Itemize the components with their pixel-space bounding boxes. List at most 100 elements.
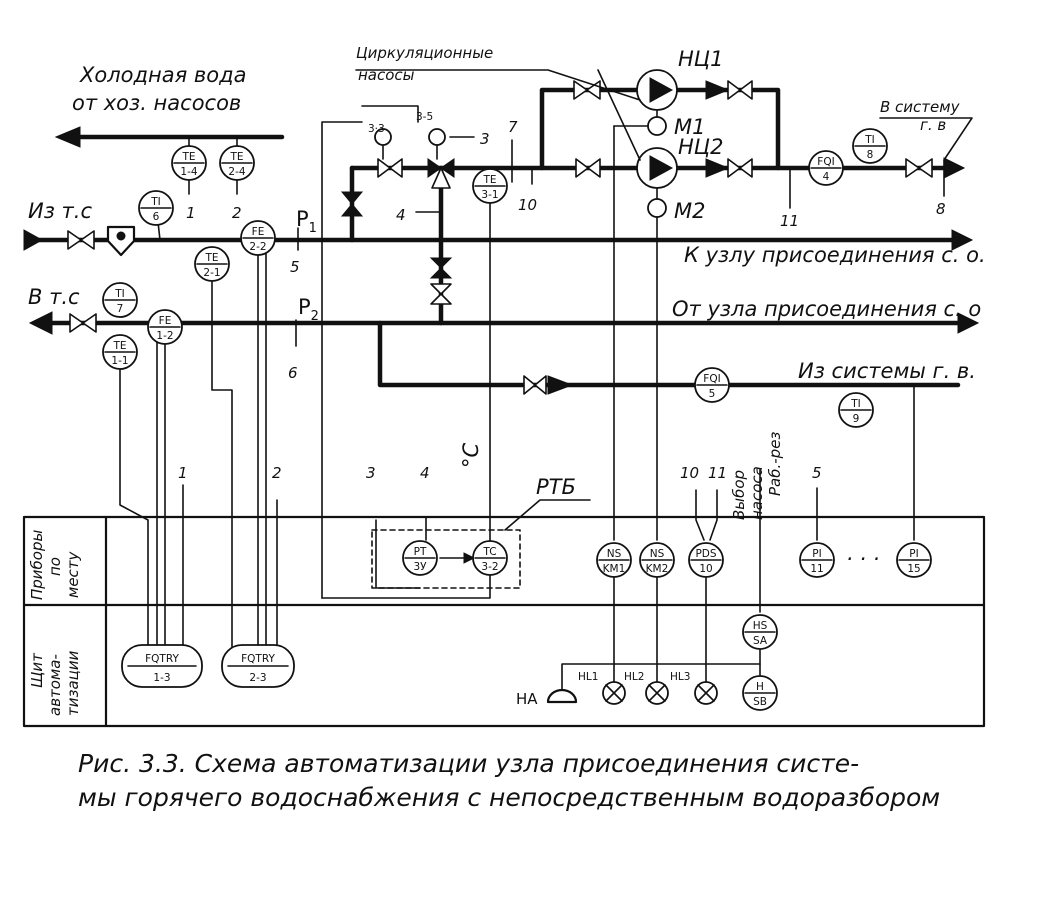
callout-3-3: 3·3 [368, 123, 385, 135]
instrument-ti8: TI 8 [852, 128, 888, 164]
instrument-tc32: TC 3-2 [472, 540, 508, 576]
pumps: НЦ1 НЦ2 М1 М2 [636, 47, 723, 223]
motor-1-icon [647, 116, 667, 136]
instrument-hssa-number: SA [753, 635, 768, 647]
motor-2-icon [647, 198, 667, 218]
pump-1-arrow-icon [649, 77, 674, 103]
valve-3-5-branch-icon [431, 167, 451, 189]
valve-3-3-icon [377, 158, 403, 178]
instrument-nskm1-type: NS [607, 548, 622, 560]
caption-line-1: Рис. 3.3. Схема автоматизации узла присо… [78, 749, 859, 778]
row-field-line3: месту [64, 550, 82, 598]
bus-10: 10 [680, 464, 699, 482]
circulation-return-pipe [377, 320, 961, 388]
return-inlet-arrow-icon [957, 312, 980, 334]
instrument-hsb: HSB [742, 675, 778, 711]
lamp-hl1-icon [602, 681, 626, 705]
instrument-hssa-type: HS [753, 620, 768, 632]
callout-5: 5 [290, 258, 300, 276]
instrument-te31: TE3-1 [472, 168, 508, 204]
instrument-te11-number: 1-1 [111, 355, 128, 367]
instrument-pds10-type: PDS [695, 548, 716, 560]
te21-signal [211, 279, 233, 649]
pumps-leader-1 [355, 69, 641, 101]
instrument-ti8-type: TI [864, 134, 875, 146]
instrument-pi11: PI 11 [799, 542, 835, 578]
pds-tap-11 [709, 489, 718, 541]
mode-label: Раб.-рез [766, 432, 784, 496]
pump-1-label: НЦ1 [678, 47, 723, 71]
instrument-nskm2: NS KM2 [639, 542, 675, 578]
instrument-te21-number: 2-1 [203, 267, 220, 279]
lamp-hl2-icon [645, 681, 669, 705]
callout-1: 1 [186, 204, 196, 222]
table-frame [22, 515, 986, 728]
circ-pumps-label: Циркуляционные [356, 44, 493, 62]
panel-instrument-fqtry-1-3: FQTRY 1-3 [121, 644, 203, 688]
actuator-3-3-icon [374, 128, 392, 146]
instrument-ti9-type: TI [850, 398, 861, 410]
instrument-pi11-type: PI [812, 548, 821, 560]
actuator-3-5-icon [428, 128, 446, 146]
strainer-icon [106, 225, 136, 257]
pumps-leader-2 [597, 69, 641, 161]
instrument-table [22, 515, 986, 728]
row-field-line2: по [46, 557, 64, 576]
bus-3: 3 [366, 464, 376, 482]
instrument-bubbles: TE1-4TE2-4TI6FE2-2TE2-1TE3-1TI7FE1-2TE1-… [102, 128, 932, 711]
bus-1: 1 [178, 464, 188, 482]
instrument-ti7-type: TI [114, 288, 125, 300]
p2-label: P2 [298, 295, 319, 324]
pump-2-arrow-icon [649, 155, 674, 181]
callout-2: 2 [232, 204, 242, 222]
pds-tap-10 [695, 489, 705, 541]
instrument-nskm2-type: NS [650, 548, 665, 560]
instrument-fqi5-type: FQI [703, 373, 720, 385]
fqtry13-bot: 1-3 [153, 672, 170, 684]
mixing-riser-valve-icon [340, 191, 364, 217]
instrument-pi15-type: PI [909, 548, 918, 560]
instrument-fqi4-number: 4 [823, 171, 830, 183]
callout-11: 11 [780, 212, 799, 230]
instrument-pi15-number: 15 [907, 563, 920, 575]
system-outlet-valve-icon [905, 158, 933, 178]
instrument-ti7-number: 7 [117, 303, 124, 315]
instrument-te14-number: 1-4 [180, 166, 197, 178]
instrument-ti8-number: 8 [867, 149, 874, 161]
supply-inlet-arrow-icon [23, 229, 44, 251]
instrument-nskm2-number: KM2 [646, 563, 669, 575]
choice-label-2: насоса [748, 466, 766, 520]
instrument-te14-type: TE [181, 151, 195, 163]
caption-line-2: мы горячего водоснабжения с непосредстве… [78, 783, 940, 812]
from-system-label: Из системы г. в. [798, 359, 976, 383]
choice-label: Выбор [730, 470, 748, 520]
instrument-pi11-number: 11 [810, 563, 823, 575]
pump2-inlet-valve-icon [575, 158, 601, 178]
instrument-te24-number: 2-4 [228, 166, 245, 178]
instrument-tc32-type: TC [482, 546, 496, 558]
p1-label: P1 [296, 207, 317, 236]
rtb-leader [504, 499, 591, 531]
instrument-te11-type: TE [112, 340, 126, 352]
callout-7: 7 [508, 118, 518, 136]
hl1-label: HL1 [578, 671, 598, 683]
te11-signal [119, 365, 149, 649]
instrument-te24: TE2-4 [219, 145, 255, 181]
cold-water-subtitle: от хоз. насосов [72, 91, 241, 115]
row-label-field: Приборы по месту [28, 530, 82, 600]
te31-signal [321, 199, 491, 599]
instrument-te14: TE 1-4 [171, 145, 207, 181]
riser-valve-lower-icon [430, 283, 452, 305]
instrument-tc32-number: 3-2 [481, 561, 498, 573]
rtb-box [371, 529, 521, 589]
pump2-check-valve-icon [705, 158, 730, 178]
horn-ha-icon [546, 688, 578, 704]
instrument-te31-type: TE [482, 174, 496, 186]
bus-4: 4 [420, 464, 430, 482]
instrument-ti6-number: 6 [153, 211, 160, 223]
panel-instrument-fqtry-2-3: FQTRY 2-3 [221, 644, 295, 688]
instrument-ti9: TI9 [838, 392, 874, 428]
